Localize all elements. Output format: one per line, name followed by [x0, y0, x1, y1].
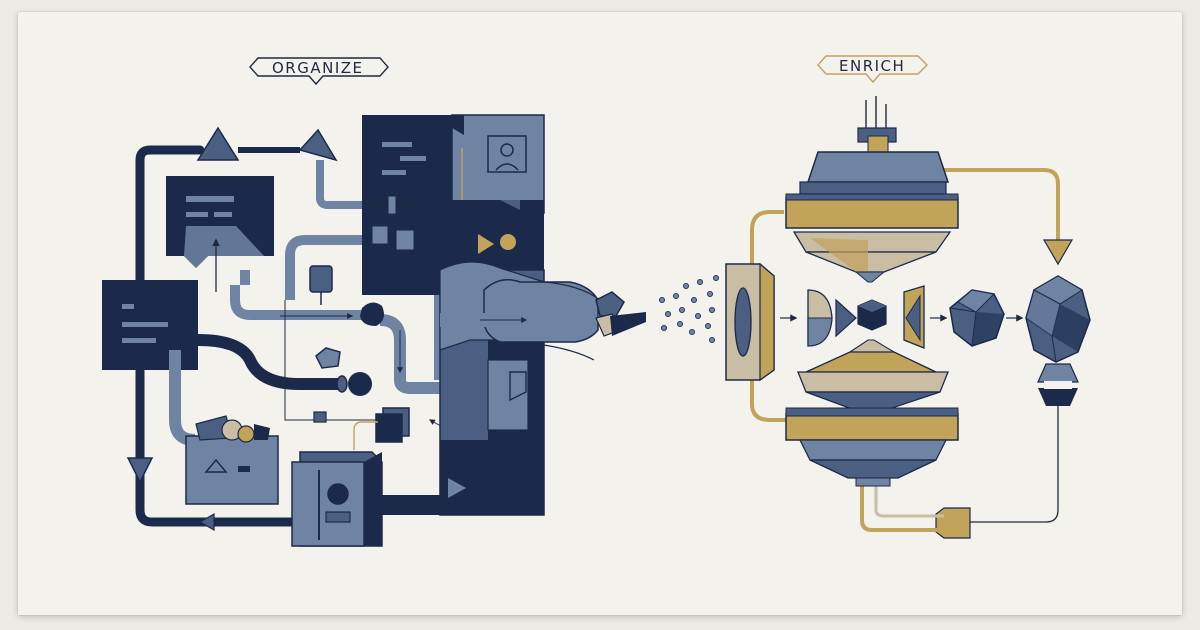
cube-box	[291, 451, 383, 547]
lens-prism	[725, 262, 775, 382]
blob-shape	[360, 302, 384, 326]
user-avatar-icon	[487, 135, 527, 173]
hourglass-token	[1037, 363, 1079, 406]
refining-sequence	[807, 285, 925, 349]
document-card-left	[102, 280, 198, 370]
gold-pipe-left-top	[750, 210, 784, 264]
small-square-1	[309, 265, 333, 293]
bottom-nozzle	[935, 507, 971, 539]
reactor-column	[785, 96, 959, 487]
gold-pipe-left-bottom	[750, 370, 792, 422]
crystal-gem	[1025, 275, 1091, 363]
particle-spray	[659, 274, 720, 343]
triangle-top-right	[298, 128, 338, 162]
pipe-top-right	[316, 160, 372, 209]
enrich-section	[725, 96, 1091, 539]
bidirectional-arrow-icon	[372, 195, 420, 215]
pipe-middle	[230, 285, 375, 320]
gold-pipe-top-right	[944, 168, 1060, 240]
chat-bubble-icon	[166, 176, 274, 268]
wave-pipe	[197, 334, 340, 390]
enrich-label: ENRICH	[839, 57, 905, 75]
faceted-gem	[949, 289, 1005, 347]
triangle-top-left	[196, 126, 240, 161]
organize-section	[102, 114, 646, 547]
enrich-label-tag: ENRICH	[817, 55, 928, 84]
image-mountain-icon	[204, 458, 228, 473]
exit-duct	[440, 279, 646, 361]
image-bin	[185, 415, 279, 505]
gold-funnel	[1042, 239, 1074, 266]
organize-label-tag: ORGANIZE	[249, 57, 389, 86]
pentagon-shape	[315, 347, 341, 369]
left-funnel	[126, 457, 154, 484]
circle-shape	[348, 372, 372, 396]
organize-label: ORGANIZE	[272, 59, 364, 77]
